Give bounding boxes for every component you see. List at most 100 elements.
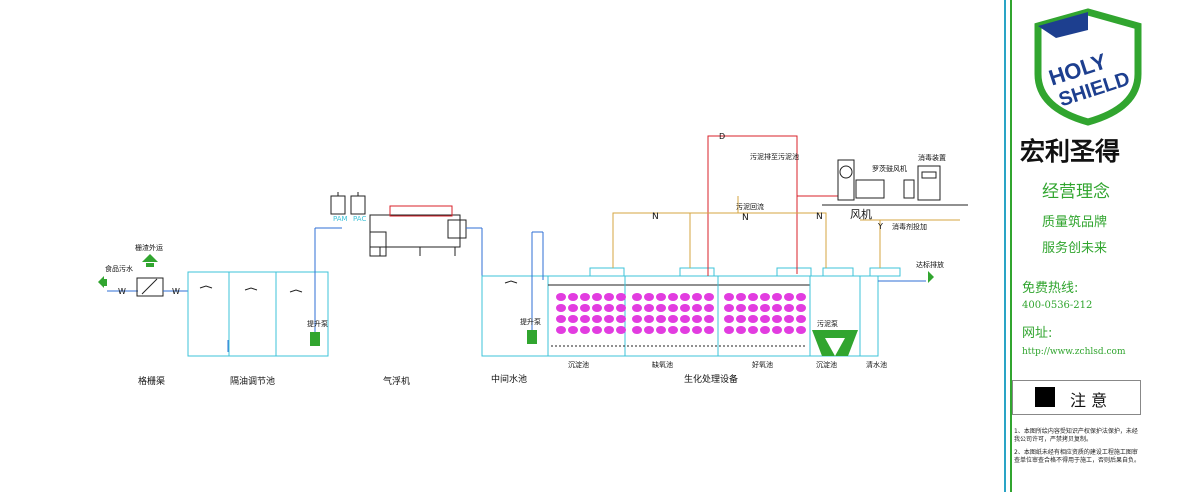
bio-media-element [680,315,690,323]
bio-media-element [656,326,666,334]
bio-media-element [644,293,654,301]
panel-divider-blue [1004,0,1006,492]
bio-media-element [784,304,794,312]
bio-media-element [748,304,758,312]
bio-media-element [556,293,566,301]
bio-media-element [592,315,602,323]
bio-media-element [736,326,746,334]
unit-clear: 清水池 [866,360,887,369]
flotation-machine [369,205,467,257]
bio-media-element [724,304,734,312]
bio-media-element [796,315,806,323]
bio-media-element [656,293,666,301]
sludge-to-tank-label: 污泥排至污泥池 [750,152,799,161]
bio-media-element [656,315,666,323]
pump2-label: 提升泵 [520,317,541,326]
holy-shield-logo: HOLY SHIELD [1034,8,1142,126]
brand-name: 宏利圣得 [1020,137,1121,166]
lift-pump-1 [310,227,342,346]
bio-media-element [760,315,770,323]
inlet-label: 食品污水 [105,264,133,273]
unit-flotation: 气浮机 [383,375,410,387]
bio-media-element [580,326,590,334]
bio-media-element [632,304,642,312]
oil-separation-tank [187,271,329,357]
hotline-label: 免费热线: [1022,281,1079,296]
unit-anoxic: 缺氧池 [652,360,673,369]
bio-media-element [692,326,702,334]
motto-line-2: 服务创未来 [1042,241,1108,256]
bio-media-element [724,293,734,301]
blower-name-label: 罗茨鼓风机 [872,164,907,173]
blower-label: 风机 [850,207,872,221]
roots-blower [822,159,968,206]
bio-media-element [796,326,806,334]
disinfect-device-label: 消毒装置 [918,153,946,162]
flow-w-label-2: W [172,287,180,296]
air-d-label: D [719,132,725,141]
motto-line-1: 质量筑品牌 [1042,215,1108,230]
bio-media-element [644,326,654,334]
dosing-tanks [330,192,366,215]
bio-media-element [604,315,614,323]
bio-media-element [604,304,614,312]
note-1: 1、本图所绘内容受知识产权保护法保护，未经我公司许可，严禁拷贝复制。 [1014,428,1138,443]
motto-title: 经营理念 [1042,182,1110,202]
notice-square-icon [1035,387,1055,407]
bio-media-element [692,304,702,312]
bio-media-element [556,326,566,334]
bio-media-element [668,326,678,334]
unit-bio: 生化处理设备 [684,373,738,385]
bio-media-element [632,315,642,323]
unit-oil-tank: 隔油调节池 [230,375,275,387]
bio-media-element [724,315,734,323]
bio-media-element [604,293,614,301]
sludge-n-3: N [816,212,823,222]
bio-media-element [760,326,770,334]
bio-media-element [632,326,642,334]
bio-media-element [760,304,770,312]
site-label: 网址: [1022,326,1053,341]
bio-media-element [748,293,758,301]
pam-label: PAM [333,215,348,223]
sludge-pump-label: 污泥泵 [817,320,838,328]
bio-media-element [748,315,758,323]
flow-w-label: W [118,287,126,296]
bio-media-element [568,326,578,334]
bio-media-element [568,315,578,323]
bio-media-element [760,293,770,301]
disinfection-device [903,165,941,201]
bio-media-element [668,304,678,312]
bio-media-element [704,326,714,334]
brand-panel: HOLY SHIELD 宏利圣得 经营理念 质量筑品牌 服务创未来 免费热线: … [1000,0,1200,492]
unit-sediment-pre: 沉淀池 [568,360,589,369]
grille-channel [136,254,164,297]
bio-media-element [580,304,590,312]
bio-media-element [736,304,746,312]
unit-sediment: 沉淀池 [816,360,837,369]
bio-media-element [668,293,678,301]
sludge-n-1: N [652,212,659,222]
bio-media-element [592,304,602,312]
bio-media-fill [556,293,806,334]
process-flow-diagram: 食品污水 W 栅渣外运 W 提升泵 PAM PAC [98,132,968,387]
bio-media-element [580,315,590,323]
bio-media-element [704,293,714,301]
pac-label: PAC [353,215,366,223]
bio-media-element [644,304,654,312]
dose-y-label: Y [877,222,883,231]
grille-out-label: 栅渣外运 [135,243,163,252]
hotline-number: 400-0536-212 [1022,300,1093,311]
notice-title: 注 意 [1070,391,1108,410]
bio-media-element [604,326,614,334]
bio-media-element [616,304,626,312]
bio-media-element [748,326,758,334]
bio-media-element [644,315,654,323]
sludge-pipes [612,196,960,268]
bio-media-element [784,315,794,323]
inlet-arrow-icon [98,276,107,288]
bio-media-element [724,326,734,334]
outlet-label: 达标排放 [916,260,944,269]
bio-media-element [704,304,714,312]
bio-media-element [692,315,702,323]
